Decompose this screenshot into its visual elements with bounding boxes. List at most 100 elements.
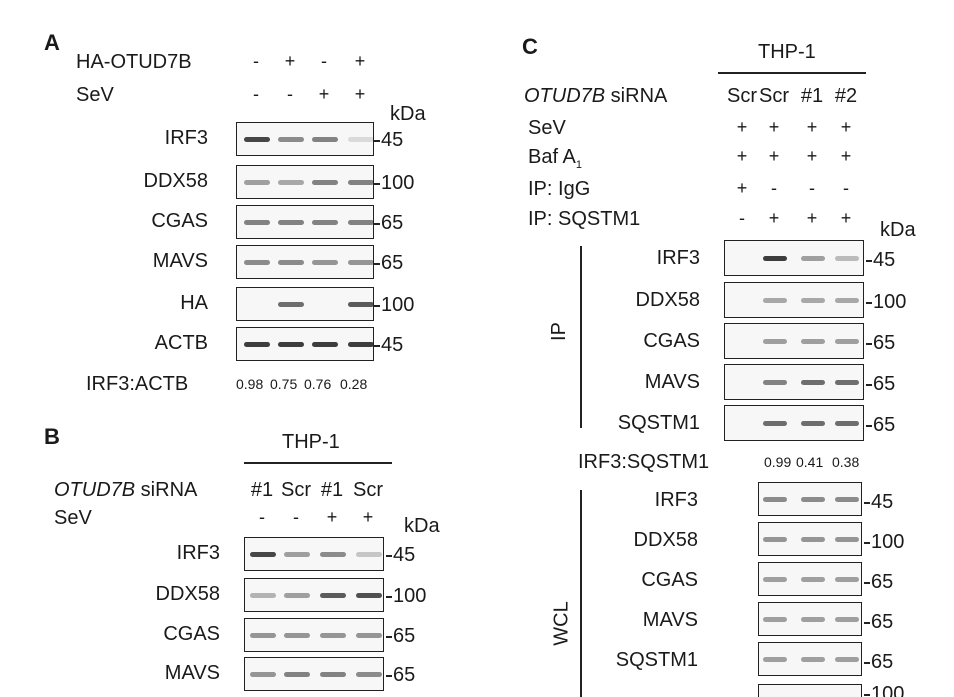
panel-c-ip-blot: [724, 364, 864, 400]
panel-a-row1-sign-0: -: [253, 84, 259, 104]
panel-c-wcl-blot: [758, 562, 862, 596]
panel-b-blot: [244, 618, 384, 652]
panel-b-sev-label: SeV: [54, 507, 92, 529]
band: [763, 657, 787, 662]
band: [763, 617, 787, 622]
panel-c-wcl-label: WCL: [550, 601, 573, 646]
band: [801, 380, 825, 385]
panel-b-marker: 100: [393, 585, 427, 607]
panel-a-ratio: 0.28: [340, 376, 368, 392]
band: [801, 298, 825, 303]
panel-a-row-label: HA-OTUD7B: [76, 51, 192, 73]
panel-a-blot: [236, 122, 374, 156]
panel-c-ratio: 0.38: [832, 454, 860, 470]
panel-a-letter: A: [44, 30, 60, 55]
panel-c-wcl-blot-label: CGAS: [641, 569, 698, 591]
band: [278, 302, 304, 307]
panel-c-wcl-marker-tick: [864, 502, 870, 504]
panel-c-ip-blot: [724, 240, 864, 276]
panel-a-row1-sign-1: -: [287, 84, 293, 104]
panel-c-cell-line: [718, 72, 866, 74]
band: [244, 260, 270, 265]
band: [348, 180, 373, 185]
band: [348, 342, 373, 347]
band: [278, 220, 304, 225]
band: [320, 633, 346, 638]
band: [250, 552, 276, 557]
band: [801, 537, 825, 542]
panel-c-wcl-marker: 100: [871, 531, 905, 553]
panel-c-ratio-label: IRF3:SQSTM1: [578, 451, 710, 473]
panel-b-lane: #1: [320, 479, 344, 501]
panel-c-row3-sign-2: +: [806, 208, 818, 228]
panel-c-ip-marker: 45: [873, 249, 896, 271]
panel-c-wcl-blot: [758, 642, 862, 676]
panel-b-lane: #1: [250, 479, 274, 501]
panel-a-marker: 45: [381, 129, 404, 151]
band: [763, 421, 787, 426]
panel-c-wcl-blot: [758, 522, 862, 556]
panel-c-wcl-blot-label: IRF3: [654, 489, 698, 511]
panel-a-blot-label: IRF3: [164, 127, 208, 149]
band: [801, 577, 825, 582]
panel-a-marker-tick: [374, 183, 380, 185]
band: [348, 302, 373, 307]
panel-c-row0-sign-0: +: [736, 117, 748, 137]
panel-a-row1-sign-2: +: [318, 84, 330, 104]
panel-b-blot-label: IRF3: [176, 542, 220, 564]
band: [835, 497, 859, 502]
panel-a-blot-label: HA: [180, 292, 208, 314]
panel-a-blot: [236, 205, 374, 239]
panel-a-marker: 100: [381, 172, 415, 194]
panel-a-blot-label: MAVS: [152, 250, 208, 272]
panel-b-blot-label: MAVS: [164, 662, 220, 684]
band: [763, 380, 787, 385]
panel-c-ip-blot-label: DDX58: [635, 289, 700, 311]
panel-c-kda: kDa: [880, 219, 916, 241]
panel-c-letter: C: [522, 34, 538, 59]
panel-b-sev-sign-1: -: [293, 507, 299, 527]
panel-c-wcl-marker-tick: [864, 542, 870, 544]
panel-c-lane: #2: [834, 85, 858, 107]
band: [348, 137, 373, 142]
band: [284, 633, 310, 638]
gene-name: OTUD7B: [524, 85, 606, 107]
band: [244, 220, 270, 225]
band: [320, 593, 346, 598]
band: [763, 339, 787, 344]
panel-c-ratio: 0.99: [764, 454, 792, 470]
panel-c-lane: #1: [800, 85, 824, 107]
panel-c-row1-sign-3: +: [840, 146, 852, 166]
panel-c-ip-marker: 100: [873, 291, 907, 313]
panel-c-wcl-marker: 45: [871, 491, 894, 513]
panel-c-row2-sign-0: +: [736, 178, 748, 198]
panel-b-marker-tick: [386, 555, 392, 557]
panel-c-ratio: 0.41: [796, 454, 824, 470]
panel-a-marker-tick: [374, 345, 380, 347]
panel-b-blot: [244, 578, 384, 612]
panel-a-ratio: 0.76: [304, 376, 332, 392]
panel-a-blot: [236, 287, 374, 321]
panel-c-ip-marker-tick: [866, 302, 872, 304]
panel-a-marker-tick: [374, 305, 380, 307]
panel-c-row-label: IP: SQSTM1: [528, 208, 641, 230]
panel-c-wcl-marker-tick: [864, 582, 870, 584]
panel-b-marker-tick: [386, 636, 392, 638]
panel-c-ip-marker-tick: [866, 343, 872, 345]
panel-c-ip-marker-tick: [866, 260, 872, 262]
panel-a-marker: 65: [381, 252, 404, 274]
panel-a-blot-label: CGAS: [151, 210, 208, 232]
panel-a-row0-sign-3: +: [354, 51, 366, 71]
band: [763, 256, 787, 261]
panel-c-ip-blot-label: IRF3: [656, 247, 700, 269]
band: [278, 260, 304, 265]
panel-c-ip-blot-label: SQSTM1: [617, 412, 700, 434]
panel-c-ip-marker-tick: [866, 425, 872, 427]
band: [312, 137, 338, 142]
panel-c-wcl-last-marker: 100: [871, 683, 905, 697]
panel-a-ratio-label: IRF3:ACTB: [86, 373, 189, 395]
panel-b-marker: 45: [393, 544, 416, 566]
band: [320, 552, 346, 557]
panel-c-row1-sign-2: +: [806, 146, 818, 166]
band: [763, 537, 787, 542]
